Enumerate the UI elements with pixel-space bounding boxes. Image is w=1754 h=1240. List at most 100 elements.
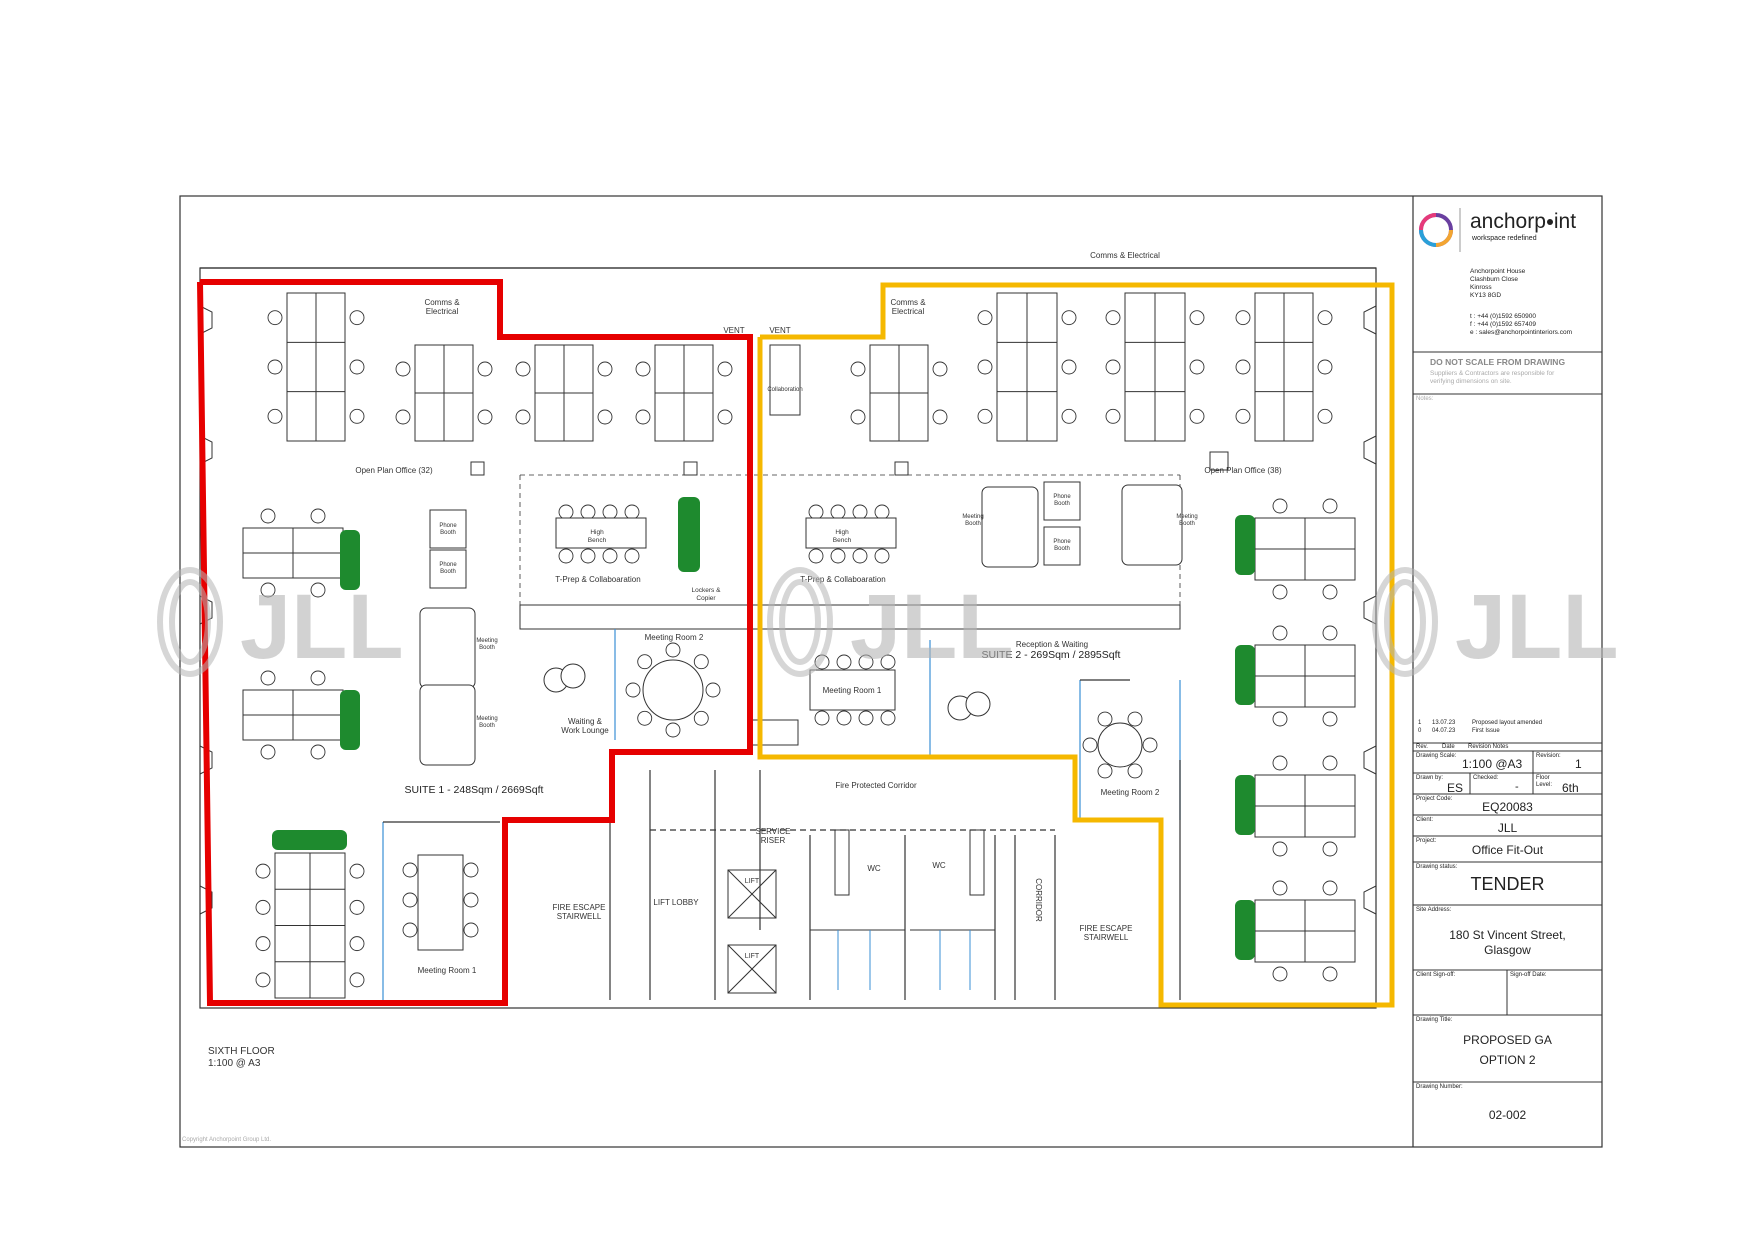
chair	[808, 504, 824, 520]
scale-value: 1:100 @A3	[1462, 757, 1523, 771]
site-line: Glasgow	[1484, 943, 1531, 957]
chair	[255, 899, 271, 915]
label-service: SERVICE	[756, 827, 791, 836]
chair	[635, 361, 651, 377]
label-wc-2: WC	[932, 861, 946, 870]
chair	[932, 361, 948, 377]
chair	[1322, 584, 1338, 600]
chair	[1317, 310, 1333, 326]
scale-label: Drawing Scale:	[1416, 753, 1457, 759]
chair	[1189, 310, 1205, 326]
label-meeting-room-2a: Meeting Room 2	[645, 633, 704, 642]
chair	[558, 504, 574, 520]
chair	[693, 710, 709, 726]
wc-cubicles	[810, 929, 995, 990]
drawing-title-value: PROPOSED GA OPTION 2	[1413, 1030, 1602, 1070]
chair	[395, 409, 411, 425]
chair	[717, 409, 733, 425]
chair	[1272, 841, 1288, 857]
watermark-3: JLL	[1455, 576, 1619, 678]
project-code-value: EQ20083	[1482, 800, 1533, 814]
status-value: TENDER	[1470, 874, 1545, 894]
drawn-by-label: Drawn by:	[1416, 775, 1444, 781]
chair	[635, 409, 651, 425]
chair	[1235, 359, 1251, 375]
chair	[267, 310, 283, 326]
label-reception: Reception & Waiting	[1016, 640, 1088, 649]
chair	[1317, 359, 1333, 375]
window-pier	[199, 435, 213, 465]
title-block-grid	[1413, 351, 1602, 1083]
label-corridor: CORRIDOR	[1034, 878, 1043, 922]
signoff-date-label: Sign-off Date:	[1510, 972, 1547, 978]
chair	[310, 744, 326, 760]
watermark-2: JLL	[850, 576, 1014, 678]
label-meeting-room-1b: Meeting Room 1	[823, 686, 882, 695]
chair	[665, 642, 681, 658]
chair	[463, 892, 479, 908]
label-booth-4: Booth	[1054, 546, 1070, 552]
chair	[852, 504, 868, 520]
drawing-title-line: OPTION 2	[1479, 1053, 1536, 1067]
suite-1-outline	[197, 279, 753, 1006]
chair	[874, 504, 890, 520]
project-label: Project:	[1416, 838, 1437, 844]
company-address: Anchorpoint House Clashburn Close Kinros…	[1470, 268, 1525, 300]
label-tprep-2: T-Prep & Collaboaration	[800, 575, 885, 584]
anchorpoint-logo-icon	[1419, 213, 1453, 247]
chair	[1272, 625, 1288, 641]
chair	[349, 899, 365, 915]
chair	[858, 654, 874, 670]
chair	[395, 361, 411, 377]
checked-label: Checked:	[1473, 775, 1499, 781]
chair	[477, 361, 493, 377]
label-meeting-room-1a: Meeting Room 1	[418, 966, 477, 975]
chair	[515, 361, 531, 377]
chair	[977, 310, 993, 326]
label-meeting-booth-2: Meeting	[476, 716, 497, 722]
chair	[1105, 408, 1121, 424]
chair	[624, 548, 640, 564]
chair	[260, 508, 276, 524]
chair	[1061, 359, 1077, 375]
label-wc-1: WC	[867, 864, 881, 873]
chair	[260, 744, 276, 760]
chair	[808, 548, 824, 564]
site-line: 180 St Vincent Street,	[1449, 928, 1566, 942]
label-stairwell-2: STAIRWELL	[1084, 933, 1129, 942]
chair	[1097, 763, 1113, 779]
address-line: Kinross	[1470, 284, 1492, 291]
chair	[1127, 711, 1143, 727]
chair	[1235, 310, 1251, 326]
chair	[310, 508, 326, 524]
label-booth-1: Booth	[440, 530, 456, 536]
window-pier	[1363, 435, 1377, 465]
revision-label: Revision:	[1536, 753, 1561, 759]
brand-pre: anchorp	[1470, 210, 1546, 233]
label-floor-scale: 1:100 @ A3	[208, 1058, 261, 1069]
chair	[624, 504, 640, 520]
drawn-by-value: ES	[1447, 781, 1464, 795]
project-code-label: Project Code:	[1416, 796, 1453, 802]
email-link[interactable]: e : sales@anchorpointinteriors.com	[1470, 329, 1572, 336]
label-meeting-booth-1: Meeting	[476, 638, 497, 644]
chair	[580, 504, 596, 520]
chair	[1272, 755, 1288, 771]
label-phone-4: Phone	[1053, 539, 1071, 545]
label-top-comms: Comms & Electrical	[1090, 251, 1160, 260]
window-pier	[1363, 305, 1377, 335]
chair	[1097, 711, 1113, 727]
chair	[1272, 880, 1288, 896]
label-meeting-booth-2b: Booth	[479, 723, 495, 729]
drawing-number-value: 02-002	[1488, 1108, 1527, 1122]
chair	[858, 710, 874, 726]
chair	[1272, 966, 1288, 982]
site-address-label: Site Address:	[1416, 907, 1452, 913]
label-lift-1: LIFT	[745, 878, 760, 885]
label-lift-lobby: LIFT LOBBY	[653, 898, 699, 907]
chair	[515, 409, 531, 425]
label-fire-escape-1: FIRE ESCAPE	[553, 903, 606, 912]
